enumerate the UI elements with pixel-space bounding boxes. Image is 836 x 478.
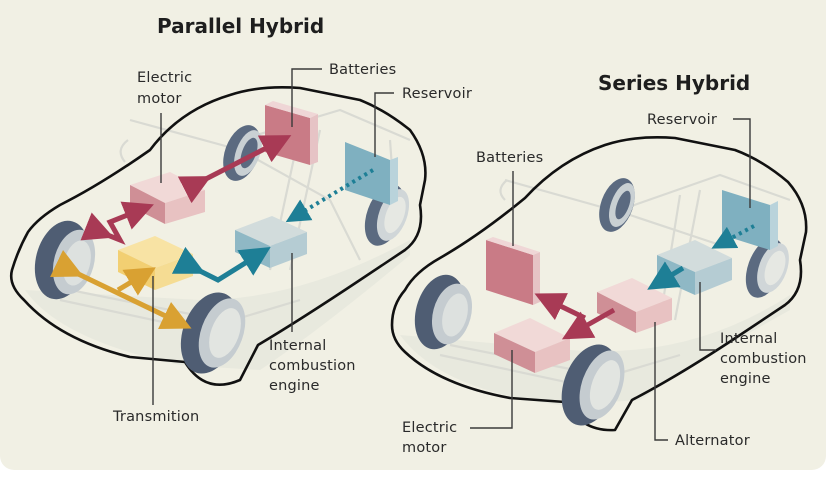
series-leader-lines (470, 118, 751, 441)
label-electric-motor-line2: motor (137, 91, 182, 107)
label-engine-line1: Internal (720, 331, 777, 347)
engine-box (657, 240, 732, 295)
parallel-leader-lines (152, 68, 394, 405)
label-engine-line2: combustion (720, 351, 807, 367)
electric-motor-box (130, 172, 205, 224)
alternator-box (597, 278, 672, 333)
tire-icon (745, 238, 789, 298)
label-engine-line3: engine (269, 378, 320, 394)
tire-icon (414, 274, 473, 350)
label-reservoir: Reservoir (647, 112, 717, 128)
electric-motor-box (494, 318, 570, 373)
label-engine-line1: Internal (269, 338, 326, 354)
label-transmission: Transmition (112, 409, 199, 425)
series-hybrid-car (390, 136, 808, 432)
parallel-hybrid-car (9, 86, 427, 386)
car-outline (390, 136, 808, 432)
energy-flow-arrows (534, 224, 755, 340)
parallel-hybrid-title: Parallel Hybrid (157, 14, 324, 38)
label-alternator: Alternator (675, 433, 750, 449)
label-batteries: Batteries (329, 62, 396, 78)
car-outline (9, 86, 427, 386)
batteries-box (486, 237, 540, 305)
label-batteries: Batteries (476, 150, 543, 166)
label-engine-line3: engine (720, 371, 771, 387)
energy-flow-arrows (49, 135, 375, 330)
label-electric-motor-line1: Electric (402, 420, 457, 436)
tire-icon (561, 344, 625, 426)
label-electric-motor-line2: motor (402, 440, 447, 456)
tire-icon (599, 178, 635, 232)
car-shadow (400, 295, 790, 405)
series-hybrid-title: Series Hybrid (598, 71, 750, 95)
tire-icon (180, 292, 246, 374)
label-reservoir: Reservoir (402, 86, 472, 102)
label-engine-line2: combustion (269, 358, 356, 374)
label-electric-motor-line1: Electric (137, 70, 192, 86)
reservoir-box (345, 142, 398, 205)
